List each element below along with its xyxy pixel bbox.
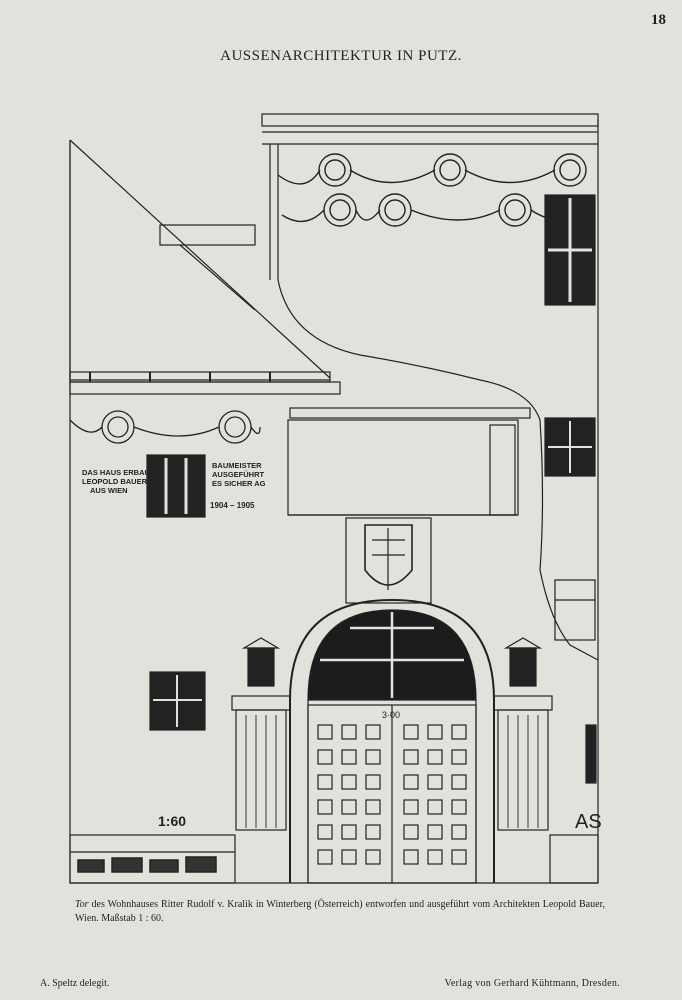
scale-mark: 1:60 [158,813,186,829]
footer-credit: A. Speltz delegit. [40,978,110,989]
inscription-left-line1: DAS HAUS ERBAUT [82,468,155,477]
page-number: 18 [651,12,666,28]
caption-text: des Wohnhauses Ritter Rudolf v. Kralik i… [75,899,605,924]
architectural-drawing: DAS HAUS ERBAUT LEOPOLD BAUER AUS WIEN B… [69,113,602,884]
inscription-dates: 1904 – 1905 [210,501,255,510]
inscription-left-line2: LEOPOLD BAUER [82,477,148,486]
inscription-left-line3: AUS WIEN [90,486,128,495]
caption: Tor des Wohnhauses Ritter Rudolf v. Kral… [75,898,605,926]
footer-publisher: Verlag von Gerhard Kühtmann, Dresden. [444,978,620,989]
gate-width-label: 3·00 [382,710,400,720]
inscription-right-line3: ES SICHER AG [212,479,266,488]
inscription-right-line1: BAUMEISTER [212,461,262,470]
caption-lead: Tor [75,899,89,910]
plate-title: AUSSENARCHITEKTUR IN PUTZ. [220,48,462,64]
monogram: AS [575,811,602,833]
inscription-right-line2: AUSGEFÜHRT [212,470,265,479]
